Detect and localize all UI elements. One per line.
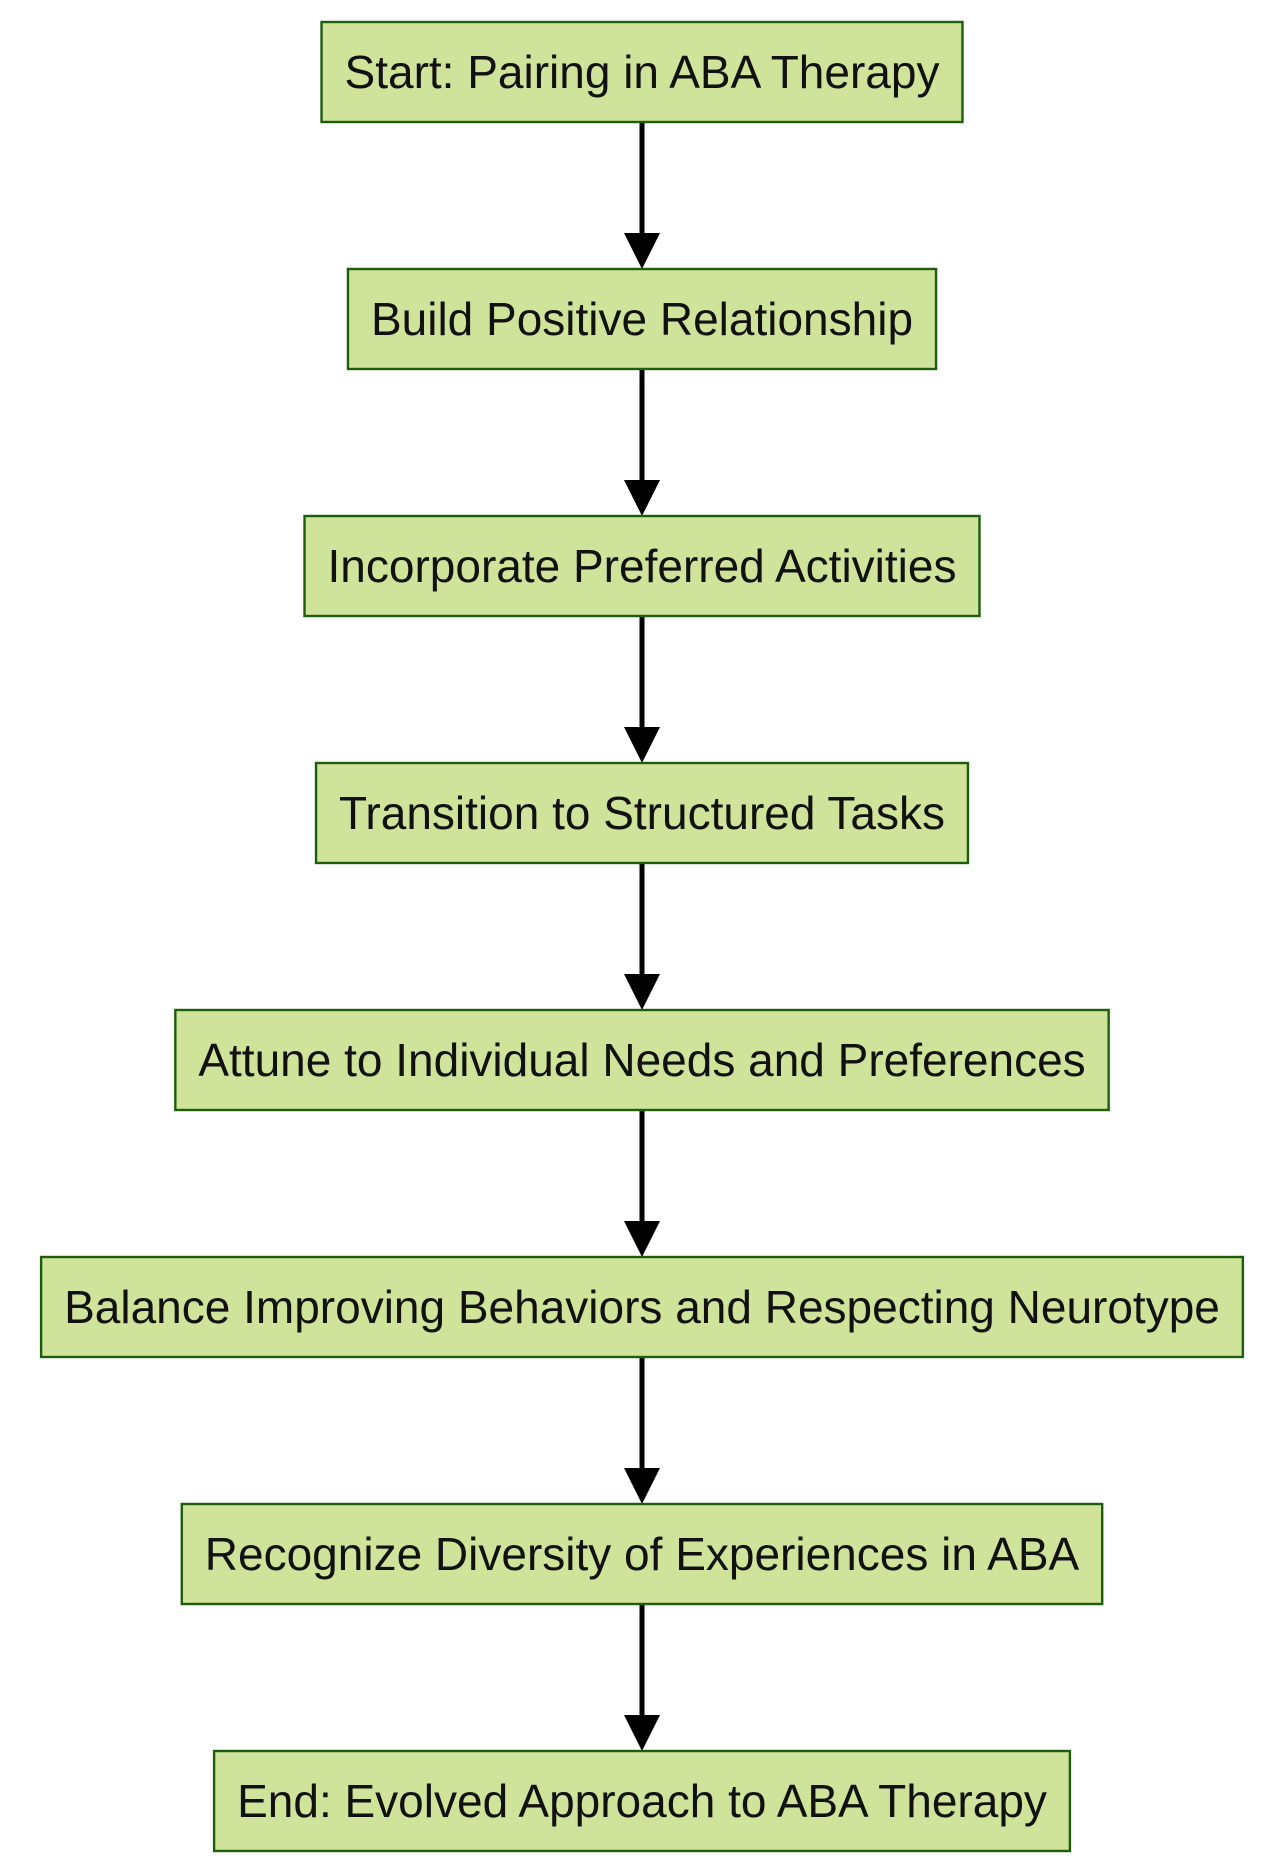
node-balance: Balance Improving Behaviors and Respecti…	[39, 1255, 1245, 1359]
node-label-recognize: Recognize Diversity of Experiences in AB…	[205, 1528, 1080, 1580]
node-build: Build Positive Relationship	[346, 267, 938, 371]
node-label-end: End: Evolved Approach to ABA Therapy	[237, 1775, 1047, 1827]
node-box-attune	[174, 1008, 1110, 1112]
node-label-incorporate: Incorporate Preferred Activities	[328, 540, 957, 592]
node-transition: Transition to Structured Tasks	[314, 761, 970, 865]
node-start: Start: Pairing in ABA Therapy	[320, 20, 964, 124]
arrow-head-icon	[624, 1221, 660, 1257]
arrow-head-icon	[624, 1715, 660, 1751]
node-box-incorporate	[303, 514, 981, 618]
arrow-head-icon	[624, 1468, 660, 1504]
arrow-transition-to-attune	[624, 863, 660, 1010]
node-box-recognize	[180, 1502, 1104, 1606]
arrow-balance-to-recognize	[624, 1357, 660, 1504]
arrow-start-to-build	[624, 122, 660, 269]
node-box-start	[320, 20, 964, 124]
arrow-recognize-to-end	[624, 1604, 660, 1751]
arrow-head-icon	[624, 974, 660, 1010]
node-end: End: Evolved Approach to ABA Therapy	[212, 1749, 1072, 1853]
node-label-transition: Transition to Structured Tasks	[339, 787, 945, 839]
node-label-build: Build Positive Relationship	[371, 293, 913, 345]
arrow-head-icon	[624, 727, 660, 763]
arrow-head-icon	[624, 233, 660, 269]
node-box-end	[212, 1749, 1072, 1853]
arrow-build-to-incorporate	[624, 369, 660, 516]
node-label-start: Start: Pairing in ABA Therapy	[345, 46, 940, 98]
node-label-attune: Attune to Individual Needs and Preferenc…	[198, 1034, 1085, 1086]
node-box-balance	[39, 1255, 1245, 1359]
node-incorporate: Incorporate Preferred Activities	[303, 514, 981, 618]
node-label-balance: Balance Improving Behaviors and Respecti…	[64, 1281, 1220, 1333]
edges-layer	[624, 122, 660, 1751]
node-box-transition	[314, 761, 970, 865]
node-recognize: Recognize Diversity of Experiences in AB…	[180, 1502, 1104, 1606]
node-attune: Attune to Individual Needs and Preferenc…	[174, 1008, 1110, 1112]
arrow-attune-to-balance	[624, 1110, 660, 1257]
arrow-head-icon	[624, 480, 660, 516]
node-box-build	[346, 267, 938, 371]
arrow-incorporate-to-transition	[624, 616, 660, 763]
